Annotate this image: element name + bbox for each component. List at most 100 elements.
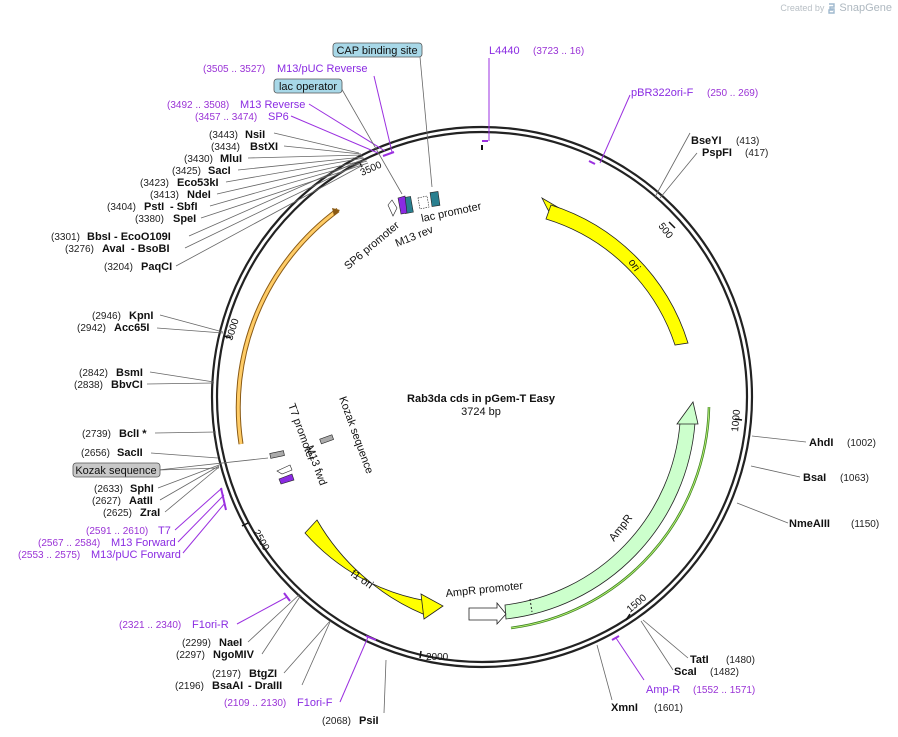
primer-pos: (2321 .. 2340) (119, 620, 181, 631)
primer-sp6[interactable]: (3457 .. 3474) SP6 (195, 111, 289, 123)
enzyme-pos: (1063) (840, 473, 869, 484)
cluster-top-features[interactable] (387, 191, 441, 217)
enzyme-name-alt: - BsoBI (131, 243, 170, 255)
primer-pos: (250 .. 269) (707, 88, 758, 99)
enzyme-name: BstXI (250, 141, 278, 153)
ori-label: ori (626, 257, 643, 274)
enzyme-bsaai-draiii[interactable]: (2196) BsaAI - DraIII (175, 680, 282, 692)
enzyme-bsai[interactable]: BsaI (1063) (803, 472, 869, 484)
enzyme-pos: (2625) (103, 508, 132, 519)
enzyme-nmeaiii[interactable]: NmeAIII (1150) (789, 518, 879, 530)
enzyme-aatii[interactable]: (2627) AatII (92, 495, 153, 507)
enzyme-pos: (2739) (82, 429, 111, 440)
enzyme-pos: (3425) (172, 166, 201, 177)
map-title: Rab3da cds in pGem-T Easy (407, 393, 556, 405)
enzyme-sacii[interactable]: (2656) SacII (81, 447, 143, 459)
enzyme-name: BbsI (87, 231, 111, 243)
enzyme-pos: (3423) (140, 178, 169, 189)
boxed-feature-leaders (157, 56, 433, 471)
enzyme-name: AatII (129, 495, 153, 507)
ampr-promoter-label: AmpR promoter (445, 580, 524, 600)
enzyme-name: BclI * (119, 428, 147, 440)
enzyme-name: ScaI (674, 666, 697, 678)
enzyme-xmni[interactable]: XmnI (1601) (611, 702, 683, 714)
enzyme-pspfi[interactable]: PspFI (417) (702, 147, 768, 159)
f1-ori-label: f1 ori (348, 568, 375, 592)
enzyme-bsmi[interactable]: (2842) BsmI (79, 367, 143, 379)
enzyme-scai[interactable]: ScaI (1482) (674, 666, 739, 678)
enzyme-mlui[interactable]: (3430) MluI (184, 153, 242, 165)
enzyme-naei[interactable]: (2299) NaeI (182, 637, 242, 649)
enzyme-bbsi-ecoo109i[interactable]: (3301) BbsI - EcoO109I (51, 231, 171, 243)
feature-f1-ori[interactable] (304, 519, 444, 620)
primer-name: T7 (158, 525, 171, 537)
enzyme-name: BtgZI (249, 668, 277, 680)
enzyme-ahdi[interactable]: AhdI (1002) (809, 437, 876, 449)
enzyme-psii[interactable]: (2068) PsiI (322, 715, 379, 727)
primer-pos: (3492 .. 3508) (167, 100, 229, 111)
enzyme-nsii[interactable]: (3443) NsiI (209, 129, 265, 141)
kozak-sequence-box[interactable]: Kozak sequence (72, 462, 161, 478)
primer-m13-puc-forward[interactable]: (2553 .. 2575) M13/pUC Forward (18, 549, 181, 561)
enzyme-name: BsaI (803, 472, 826, 484)
primer-m13-forward[interactable]: (2567 .. 2584) M13 Forward (38, 537, 176, 549)
primer-amp-r[interactable]: Amp-R (1552 .. 1571) (646, 684, 755, 696)
primer-m13-reverse[interactable]: (3492 .. 3508) M13 Reverse (167, 99, 305, 111)
enzyme-pos: (1150) (851, 519, 879, 530)
enzyme-zrai[interactable]: (2625) ZraI (103, 507, 160, 519)
enzyme-tati[interactable]: TatI (1480) (690, 654, 755, 666)
enzyme-name: ZraI (140, 507, 160, 519)
cap-binding-site-box[interactable]: CAP binding site (332, 42, 423, 58)
primer-m13-puc-reverse[interactable]: (3505 .. 3527) M13/pUC Reverse (203, 63, 367, 75)
enzyme-name: PstI (144, 201, 164, 213)
orf-arrowhead (332, 208, 340, 216)
bp-ticks (223, 160, 743, 659)
primer-f1ori-r[interactable]: (2321 .. 2340) F1ori-R (119, 619, 229, 631)
enzyme-bcli[interactable]: (2739) BclI * (82, 428, 147, 440)
primer-pbr322ori-f[interactable]: pBR322ori-F (250 .. 269) (631, 87, 758, 99)
enzyme-saci[interactable]: (3425) SacI (172, 165, 231, 177)
enzyme-sphi[interactable]: (2633) SphI (94, 483, 154, 495)
enzyme-bseyi[interactable]: BseYI (413) (691, 135, 759, 147)
feature-ampr[interactable] (504, 401, 699, 620)
primer-f1ori-f[interactable]: (2109 .. 2130) F1ori-F (224, 697, 333, 709)
orf-arc[interactable] (236, 208, 339, 445)
cluster-left-features[interactable] (269, 434, 334, 485)
primer-leaders (174, 58, 645, 703)
enzyme-ngomiv[interactable]: (2297) NgoMIV (176, 649, 255, 661)
enzyme-acc65i[interactable]: (2942) Acc65I (77, 322, 149, 334)
enzyme-ndei[interactable]: (3413) NdeI (150, 189, 211, 201)
enzyme-kpni[interactable]: (2946) KpnI (92, 310, 153, 322)
primer-l4440[interactable]: L4440 (3723 .. 16) (489, 45, 584, 57)
enzyme-paqci[interactable]: (3204) PaqCI (104, 261, 172, 273)
primer-pos: (2591 .. 2610) (86, 526, 148, 537)
enzyme-eco53ki[interactable]: (3423) Eco53kI (140, 177, 219, 189)
enzyme-pos: (2068) (322, 716, 351, 727)
primer-name: Amp-R (646, 684, 680, 696)
enzyme-bstxi[interactable]: (3434) BstXI (211, 141, 278, 153)
primer-pos: (1552 .. 1571) (693, 685, 755, 696)
enzyme-pos: (3204) (104, 262, 133, 273)
primer-pos: (3505 .. 3527) (203, 64, 265, 75)
feature-ori[interactable] (541, 196, 689, 346)
enzyme-pos: (2297) (176, 650, 205, 661)
primer-t7[interactable]: (2591 .. 2610) T7 (86, 525, 171, 537)
lac-operator-box[interactable]: lac operator (273, 78, 343, 94)
feature-ampr-promoter[interactable] (468, 601, 507, 626)
lac-operator-label: lac operator (279, 81, 337, 93)
enzyme-psti-sbfi[interactable]: (3404) PstI - SbfI (107, 201, 198, 213)
enzyme-avai-bsobi[interactable]: (3276) AvaI - BsoBI (65, 243, 170, 255)
enzyme-name: NmeAIII (789, 518, 830, 530)
enzyme-spei[interactable]: (3380) SpeI (135, 213, 196, 225)
m13-fwd-label: M13 fwd (303, 444, 328, 487)
cap-binding-site-label: CAP binding site (336, 45, 417, 57)
enzyme-btgzi[interactable]: (2197) BtgZI (212, 668, 277, 680)
enzyme-bbvci[interactable]: (2838) BbvCI (74, 379, 143, 391)
enzyme-pos: (3443) (209, 130, 238, 141)
enzyme-name: AhdI (809, 437, 833, 449)
enzyme-leaders (146, 132, 807, 714)
map-length: 3724 bp (461, 406, 501, 418)
enzyme-name: NsiI (245, 129, 265, 141)
enzyme-name: PaqCI (141, 261, 172, 273)
